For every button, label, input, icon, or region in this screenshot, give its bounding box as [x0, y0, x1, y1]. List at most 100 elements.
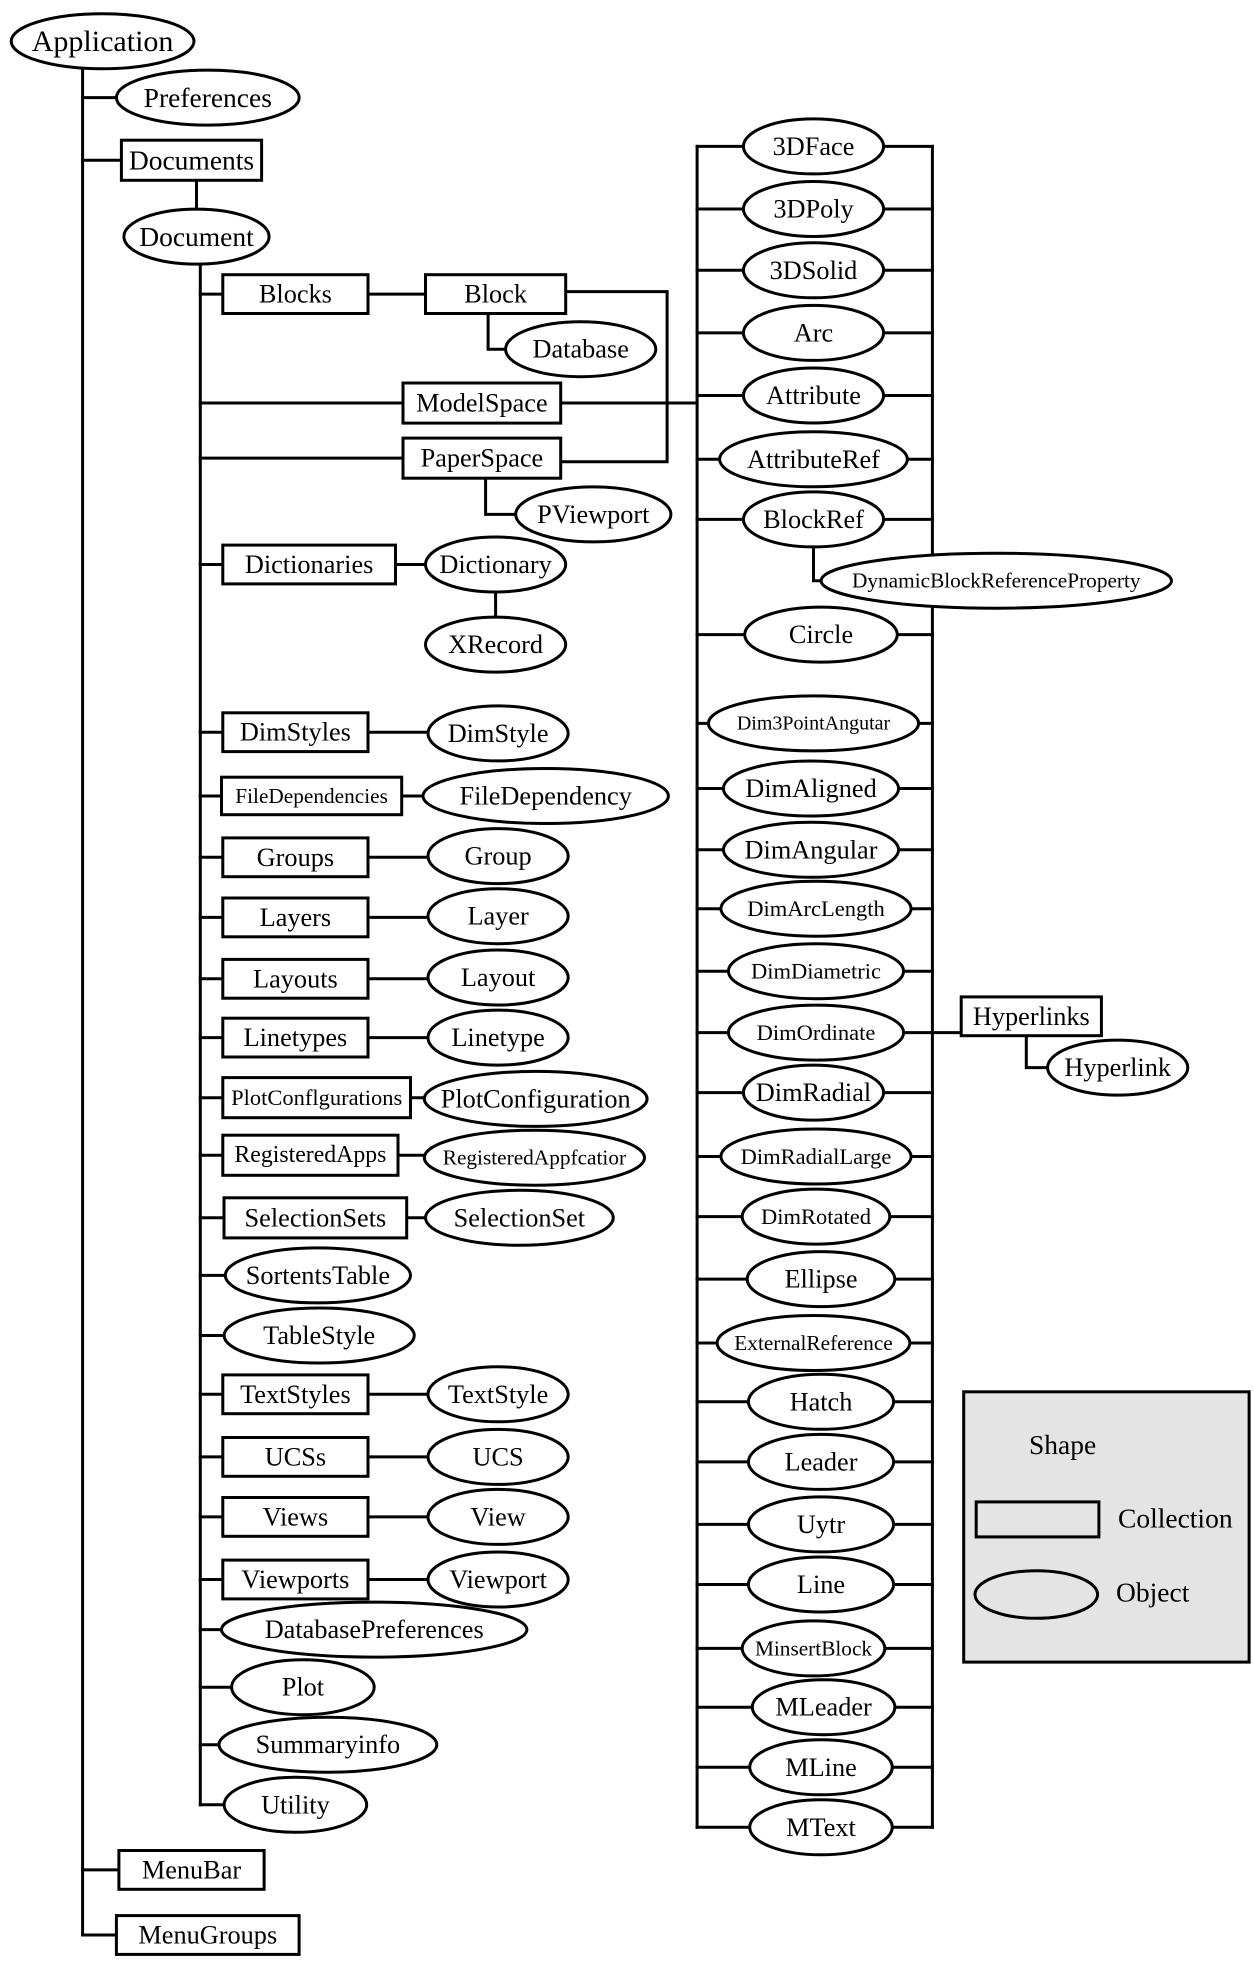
object-ellipse — [746, 1555, 896, 1614]
node-label: DimRadialLarge — [741, 1144, 892, 1169]
collection-box — [424, 273, 568, 316]
collection-box — [220, 775, 404, 817]
object-ellipse — [718, 430, 909, 489]
object-node-minsertblock: MinsertBlock — [740, 1619, 887, 1678]
object-node-dimradial: DimRadial — [741, 1063, 886, 1122]
object-node-dimradiallarge: DimRadialLarge — [719, 1127, 913, 1186]
node-label: View — [470, 1502, 525, 1531]
node-label: Attribute — [766, 381, 861, 410]
legend-object-swatch — [973, 1569, 1100, 1620]
node-label: DimArcLength — [747, 896, 884, 921]
object-node-dimdiametric: DimDiametric — [726, 942, 906, 1001]
object-ellipse — [741, 117, 886, 176]
legend-collection-swatch — [974, 1500, 1101, 1539]
object-node-solid3d: 3DSolid — [741, 241, 886, 300]
object-ellipse — [122, 207, 271, 266]
object-ellipse — [426, 1008, 570, 1067]
node-label: Documents — [129, 145, 254, 176]
object-ellipse — [719, 879, 913, 938]
object-ellipse — [504, 320, 658, 379]
legend-title: Shape — [1029, 1429, 1096, 1460]
collection-box — [222, 1196, 409, 1240]
object-ellipse — [741, 366, 886, 425]
object-ellipse — [706, 694, 921, 753]
collection-node-documents: Documents — [119, 138, 264, 182]
node-label: PViewport — [537, 500, 650, 529]
object-node-database: Database — [504, 320, 658, 379]
node-label: DimStyles — [240, 718, 351, 747]
node-label: Plot — [282, 1673, 325, 1702]
object-node-mtext: MText — [748, 1798, 894, 1857]
node-label: Document — [139, 221, 254, 252]
node-label: TableStyle — [263, 1321, 375, 1350]
node-label: 3DPoly — [773, 195, 854, 224]
object-node-linetype: Linetype — [426, 1008, 570, 1067]
object-node-dimangular: DimAngular — [721, 820, 901, 879]
node-label: MenuGroups — [138, 1921, 277, 1950]
node-label: FileDependencies — [235, 784, 388, 808]
object-node-dimarclength: DimArcLength — [719, 879, 913, 938]
object-node-ellipse: Ellipse — [745, 1250, 897, 1309]
object-ellipse — [426, 948, 570, 1007]
collection-node-menubar: MenuBar — [117, 1849, 266, 1891]
collection-node-registeredapps: RegisteredApps — [221, 1133, 400, 1177]
object-node-xrecord: XRecord — [424, 615, 568, 674]
node-label: AttributeRef — [747, 445, 880, 474]
node-label: DimAligned — [745, 774, 876, 803]
collection-node-viewports: Viewports — [221, 1558, 370, 1601]
object-node-poly3d: 3DPoly — [741, 180, 886, 238]
node-label: DynamicBlockReferenceProperty — [852, 569, 1141, 593]
legend-object-label: Object — [1116, 1577, 1190, 1608]
object-node-databasepreferences: DatabasePreferences — [220, 1600, 529, 1659]
node-label: BlockRef — [763, 505, 864, 534]
node-label: Layout — [461, 963, 536, 992]
object-ellipse — [1046, 1038, 1190, 1097]
node-label: Dictionaries — [245, 550, 374, 579]
collection-node-dimstyles: DimStyles — [221, 711, 370, 754]
node-label: SortentsTable — [246, 1261, 390, 1290]
object-ellipse — [424, 1188, 615, 1247]
node-label: PaperSpace — [421, 444, 544, 473]
object-node-dimordinate: DimOrdinate — [726, 1003, 906, 1062]
connector-line — [1024, 1034, 1050, 1070]
object-node-application: Application — [9, 12, 196, 71]
collection-box — [221, 273, 370, 316]
node-label: PlotConfiguration — [441, 1084, 631, 1113]
collection-box — [221, 1496, 370, 1538]
collection-box — [959, 995, 1103, 1038]
node-label: Viewports — [241, 1565, 349, 1594]
node-label: Preferences — [144, 82, 272, 113]
object-node-dimrotated: DimRotated — [740, 1187, 892, 1246]
node-label: Line — [797, 1570, 845, 1599]
object-ellipse — [217, 1715, 439, 1774]
object-ellipse — [715, 1314, 912, 1372]
object-node-mline: MLine — [748, 1738, 894, 1797]
object-node-viewport: Viewport — [426, 1550, 570, 1609]
node-label: XRecord — [448, 630, 543, 659]
object-node-utility: Utility — [222, 1775, 369, 1834]
node-label: MLeader — [775, 1693, 872, 1722]
object-node-line: Line — [746, 1555, 896, 1614]
object-ellipse — [819, 551, 1173, 610]
node-label: UCS — [473, 1442, 524, 1471]
node-label: RegisteredAppfcatior — [443, 1146, 626, 1170]
node-label: Hyperlink — [1064, 1053, 1171, 1082]
object-node-summaryinfo: Summaryinfo — [217, 1715, 439, 1774]
collection-box — [114, 1914, 301, 1956]
collection-box — [221, 836, 370, 879]
object-ellipse — [422, 1128, 647, 1187]
node-label: DimStyle — [448, 719, 549, 748]
collection-node-groups: Groups — [221, 836, 370, 879]
object-ellipse — [222, 1775, 369, 1834]
object-node-group: Group — [426, 827, 570, 886]
collection-node-filedependencies: FileDependencies — [220, 775, 404, 817]
node-label: Block — [464, 280, 528, 309]
node-label: DimAngular — [745, 835, 878, 864]
object-ellipse — [514, 485, 673, 544]
object-node-circle: Circle — [743, 605, 899, 664]
node-label: TextStyle — [448, 1380, 548, 1409]
object-ellipse — [426, 704, 570, 763]
object-node-preferences: Preferences — [114, 68, 301, 127]
